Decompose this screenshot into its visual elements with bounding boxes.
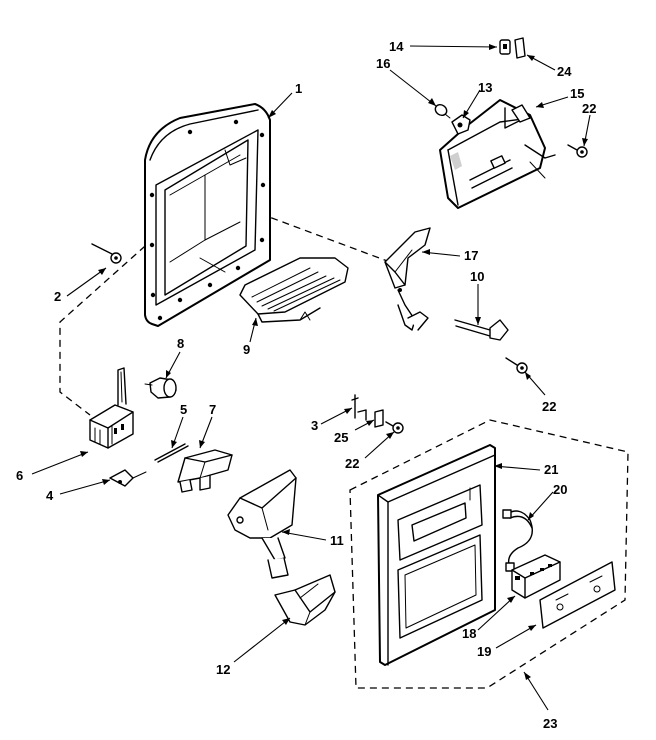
- callout-5: 5: [180, 402, 187, 417]
- part-19-decal: [539, 561, 616, 629]
- callout-3: 3: [311, 418, 318, 433]
- callout-10: 10: [470, 269, 484, 284]
- callout-23: 23: [543, 716, 557, 731]
- callout-9: 9: [243, 342, 250, 357]
- callout-12: 12: [216, 662, 230, 677]
- callout-19: 19: [477, 644, 491, 659]
- part-10-actuator-arm: [454, 319, 509, 341]
- leader-lines: [31, 44, 591, 711]
- callout-4: 4: [46, 488, 54, 503]
- callout-labels: 1 2 3 4 5 6 7 8 9 10 11 12 13 14 15 16 1…: [16, 39, 596, 731]
- part-21-front-panel: [377, 444, 496, 666]
- callout-17: 17: [464, 248, 478, 263]
- callout-25: 25: [334, 430, 348, 445]
- callout-13: 13: [478, 80, 492, 95]
- part-2-screw: [91, 243, 122, 264]
- part-17-lever-bracket: [384, 227, 431, 331]
- part-3-clip: [351, 394, 367, 421]
- part-24-switch-cover: [514, 37, 526, 59]
- part-12-ice-chute: [274, 574, 336, 626]
- part-13-lamp-socket: [451, 114, 471, 135]
- part-25-clip: [374, 409, 384, 428]
- part-11-actuator-paddle: [227, 469, 297, 579]
- callout-16: 16: [376, 56, 390, 71]
- part-7-bracket: [177, 449, 233, 493]
- callout-1: 1: [295, 81, 302, 96]
- callout-22-top: 22: [582, 101, 596, 116]
- part-22-screw-top: [567, 144, 588, 158]
- part-8-solenoid: [144, 377, 177, 399]
- callout-21: 21: [544, 462, 558, 477]
- part-16-bulb: [434, 103, 451, 119]
- part-9-drip-tray: [239, 257, 349, 323]
- part-5-pivot-rod: [154, 443, 189, 463]
- callout-20: 20: [553, 482, 567, 497]
- callout-14: 14: [389, 39, 404, 54]
- part-6-actuator-lever: [89, 367, 134, 449]
- callout-15: 15: [570, 86, 584, 101]
- part-20-wire-harness: [502, 509, 533, 572]
- callout-22-right: 22: [542, 399, 556, 414]
- callout-2: 2: [54, 289, 61, 304]
- part-22-screw-middle: [385, 421, 404, 434]
- part-18-control-board: [511, 554, 561, 599]
- part-1-housing-frame: [144, 103, 271, 327]
- callout-8: 8: [177, 336, 184, 351]
- part-4-spring: [109, 469, 147, 487]
- callout-18: 18: [462, 626, 476, 641]
- callout-6: 6: [16, 468, 23, 483]
- part-22-screw-right: [505, 357, 528, 374]
- callout-7: 7: [209, 402, 216, 417]
- part-14-switch: [499, 39, 511, 55]
- callout-24: 24: [557, 64, 572, 79]
- callout-11: 11: [330, 533, 344, 548]
- part-15-switch-housing: [439, 99, 556, 209]
- callout-22-middle: 22: [345, 456, 359, 471]
